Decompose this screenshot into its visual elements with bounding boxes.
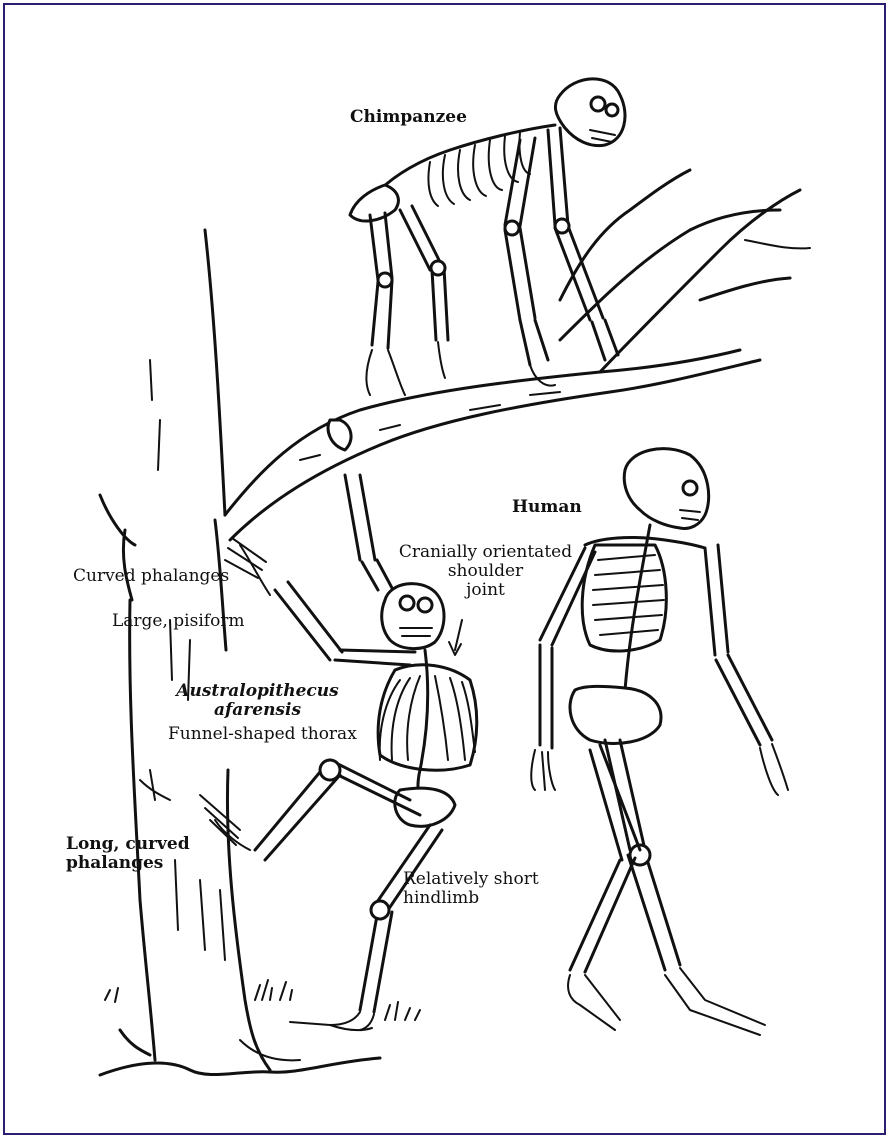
label-species-line2: afarensis — [170, 701, 345, 720]
label-short-hindlimb-line1: Relatively short — [403, 870, 539, 889]
label-short-hindlimb-line2: hindlimb — [403, 889, 539, 908]
label-long-curved-phalanges: Long, curved phalanges — [66, 835, 190, 873]
label-short-hindlimb: Relatively short hindlimb — [403, 870, 539, 908]
label-shoulder-line2: shoulder — [398, 562, 573, 581]
label-human: Human — [512, 498, 582, 517]
label-species-line1: Australopithecus — [170, 682, 345, 701]
label-long-curved-line1: Long, curved — [66, 835, 190, 854]
label-large-pisiform: Large, pisiform — [112, 612, 245, 631]
label-shoulder-line1: Cranially orientated — [398, 543, 573, 562]
label-curved-phalanges: Curved phalanges — [73, 567, 229, 586]
label-shoulder-joint: Cranially orientated shoulder joint — [398, 543, 573, 600]
label-funnel-thorax: Funnel-shaped thorax — [168, 725, 357, 744]
label-shoulder-line3: joint — [398, 581, 573, 600]
label-species: Australopithecus afarensis — [170, 682, 345, 720]
label-long-curved-line2: phalanges — [66, 854, 190, 873]
label-chimpanzee: Chimpanzee — [350, 108, 467, 127]
human-skeleton — [531, 449, 788, 1035]
